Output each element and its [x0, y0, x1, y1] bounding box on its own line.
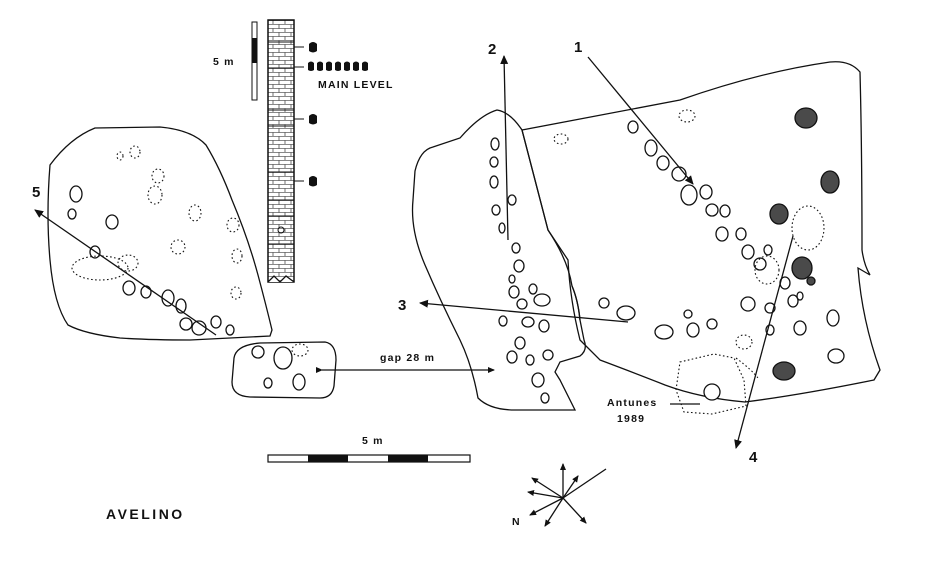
trackway-5-label: 5 — [32, 184, 41, 201]
trackway-4-label: 4 — [749, 449, 758, 466]
main-slab — [521, 56, 881, 449]
main-level-label: MAIN LEVEL — [318, 79, 394, 91]
stratigraphic-column — [251, 19, 368, 283]
gap-label: gap 28 m — [380, 352, 436, 364]
middle-slab — [411, 55, 629, 411]
column-scale-label: 5 m — [213, 56, 235, 68]
north-compass — [527, 463, 607, 527]
antunes-year-label: 1989 — [617, 413, 646, 425]
trackway-1-label: 1 — [574, 39, 583, 56]
small-slab — [231, 341, 337, 399]
north-label: N — [512, 516, 521, 528]
trackway-3-label: 3 — [398, 297, 407, 314]
map-scale-bar — [267, 454, 471, 463]
left-slab — [34, 126, 273, 341]
map-scale-label: 5 m — [362, 435, 384, 447]
trackway-2-label: 2 — [488, 41, 497, 58]
column-scale-bar — [251, 21, 258, 101]
footprint-symbols — [308, 42, 368, 187]
site-name-label: AVELINO — [106, 506, 185, 522]
antunes-label: Antunes — [607, 397, 658, 409]
